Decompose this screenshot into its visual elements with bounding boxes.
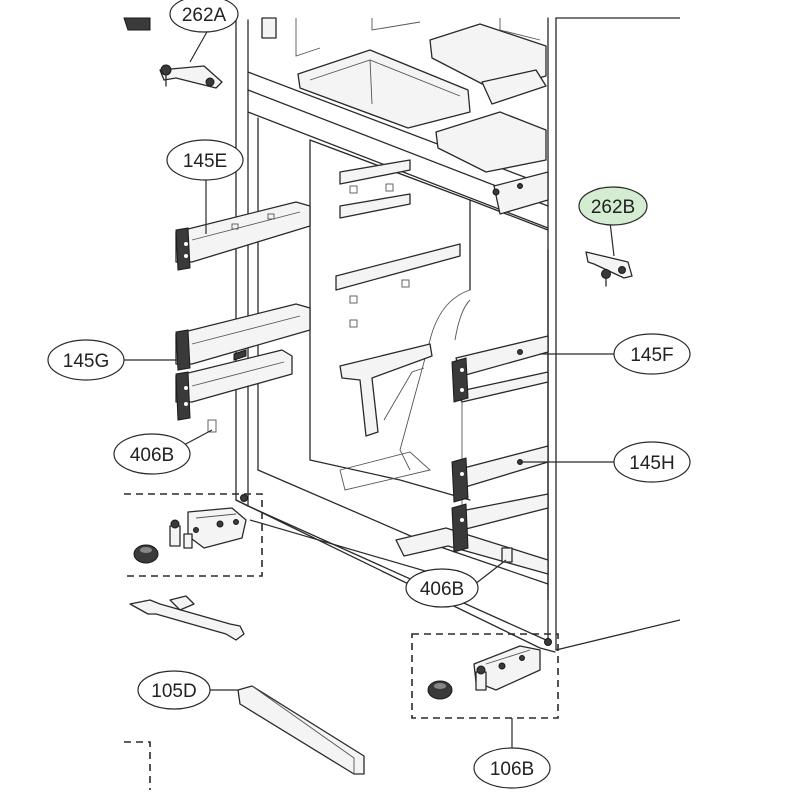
callout-406b-bottom: 406B	[405, 568, 479, 608]
wrench-tool	[129, 595, 245, 641]
callout-145f-text: 145F	[630, 345, 673, 366]
callout-105d-text: 105D	[151, 681, 196, 702]
callout-406b-bottom-text: 406B	[420, 579, 464, 600]
callout-105d: 105D	[137, 670, 211, 710]
rail-bracket-145e	[175, 201, 311, 271]
callout-145h-text: 145H	[629, 453, 674, 474]
callout-145e-text: 145E	[183, 151, 227, 172]
hinge-262a	[123, 17, 223, 89]
leader-lines	[120, 29, 615, 750]
callout-145e: 145E	[166, 139, 244, 181]
callout-262b-text: 262B	[591, 197, 635, 218]
rail-bracket-145f	[451, 349, 523, 403]
rail-bracket-145g	[175, 303, 311, 433]
callout-106b: 106B	[473, 747, 551, 789]
lower-hinge-assembly-left	[124, 493, 263, 577]
base-cover-105d	[237, 685, 365, 775]
callout-406b-left: 406B	[113, 433, 191, 475]
callout-106b-text: 106B	[490, 759, 534, 780]
lower-hinge-assembly-right	[411, 633, 559, 719]
hinge-262b	[585, 251, 633, 287]
callout-145g-text: 145G	[63, 351, 109, 372]
callout-145h: 145H	[613, 441, 691, 483]
callout-262b: 262B	[578, 186, 648, 226]
callout-406b-left-text: 406B	[130, 445, 174, 466]
refrigerator-cabinet	[235, 17, 680, 653]
callout-145g: 145G	[47, 339, 125, 381]
dashed-frame-corner	[124, 741, 151, 790]
callout-145f: 145F	[613, 333, 691, 375]
stopper-406b	[501, 547, 513, 563]
rail-bracket-145h	[451, 457, 523, 553]
callout-262a-text: 262A	[182, 5, 227, 26]
callout-262a: 262A	[169, 0, 239, 33]
